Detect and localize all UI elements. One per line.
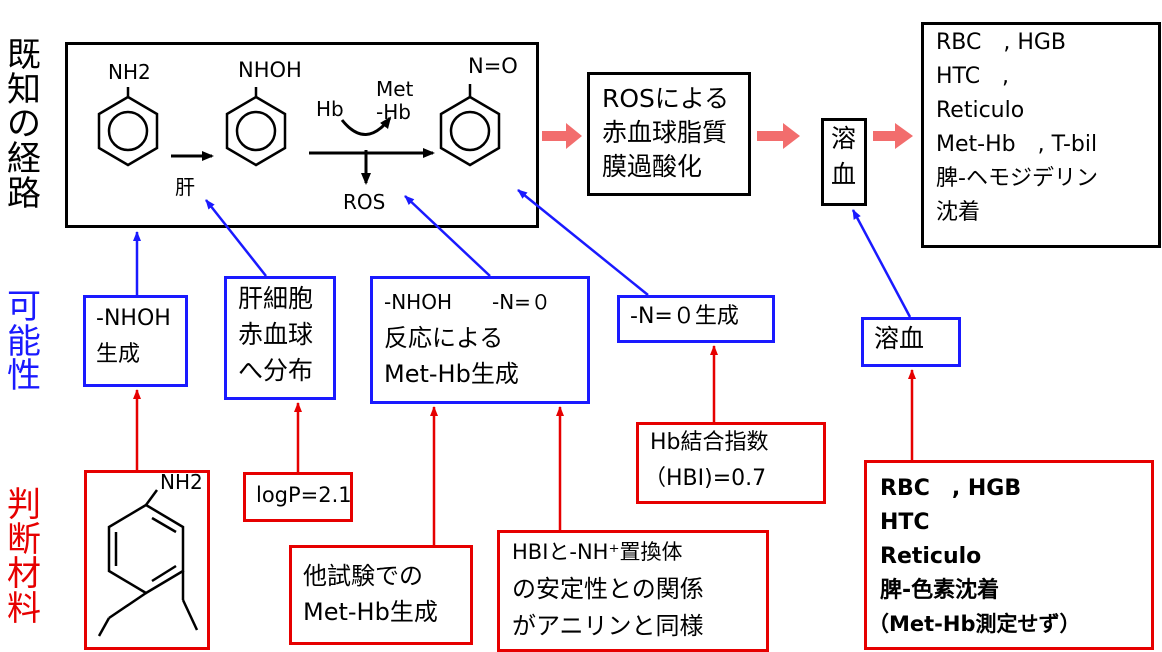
hb-label: Hb [316,97,344,121]
reaction-line3: Met-Hb生成 [384,360,519,388]
ros-box-line2: 赤血球脂質 [602,118,728,147]
findings-line1: RBC , HGB [880,476,1022,501]
reaction-line1: -NHOH -N=０ [384,290,551,314]
hydroxylamine-ring [225,87,287,167]
other-line1: 他試験での [303,562,423,590]
row-label-possible: 可能性 [7,287,41,397]
nhoh-line2: 生成 [96,342,141,367]
hbi-line1: Hb結合指数 [650,430,769,455]
distribution-line1: 肝細胞 [238,284,314,313]
results-line5: 脾-ヘモジデリン [936,166,1098,191]
findings-line2: HTC [880,510,930,535]
hbi-box [636,422,826,504]
nhoh-generation-box [83,295,188,387]
results-line1: RBC , HGB [936,30,1067,55]
logp-text: logP=2.1 [256,483,352,507]
findings-line4: 脾-色素沈着 [880,578,1000,603]
distribution-line3: へ分布 [238,356,314,385]
nhoh-line1: -NHOH [96,306,171,331]
reaction-box [370,276,590,404]
methb-bottom-label: -Hb [376,100,411,124]
reaction-line2: 反応による [384,324,504,352]
other-test-box [289,545,473,645]
row-label-evidence: 判断材料 [7,485,41,630]
flow-arrows [542,123,913,149]
no-generation-text: -N=０生成 [630,304,739,329]
hb-curve [340,116,392,136]
arrow-no-up [517,189,649,296]
nitroso-label: N=O [468,54,518,78]
aniline-label: NH2 [108,60,151,84]
results-line4: Met-Hb , T-bil [936,132,1098,157]
results-line3: Reticulo [936,98,1025,123]
hydroxylamine-label: NHOH [238,58,302,82]
distribution-box [224,276,336,400]
other-line2: Met-Hb生成 [303,598,438,626]
arrow-distribution-up [205,199,267,277]
hbi-nh-line2: の安定性との関係 [512,575,704,603]
row-label-known: 既知の経路 [7,35,41,214]
ros-label: ROS [343,190,386,214]
hemolysis-possibility-text: 溶血 [874,324,925,353]
hemolysis-line2: 血 [831,160,857,189]
findings-line5: （Met-Hb測定せず） [868,612,1081,636]
logp-box [243,472,353,522]
distribution-line2: 赤血球 [238,320,314,349]
structure-nh2-label: NH2 [160,470,203,494]
hemolysis-possibility-box [861,317,961,367]
structure-box [84,470,210,650]
hemolysis-line1: 溶 [831,124,857,153]
methb-top-label: Met [376,77,414,101]
nitroso-ring [439,84,501,167]
hbi-nh-line3: がアニリンと同様 [512,612,704,640]
findings-line3: Reticulo [880,544,982,569]
arrow-reaction-up [404,195,491,277]
results-line2: HTC , [936,64,1010,89]
dimethylaniline-structure [97,489,199,637]
hemolysis-box [821,118,867,206]
liver-label: 肝 [175,175,195,199]
ros-peroxidation-box [587,72,751,196]
results-line6: 沈着 [936,200,981,225]
results-box [921,22,1161,248]
ros-box-line3: 膜過酸化 [602,152,703,181]
arrow-hemolysis-up [851,209,912,318]
ros-box-line1: ROSによる [602,84,730,113]
no-generation-box [617,295,775,343]
aniline-ring [97,87,159,167]
known-pathway-box [65,42,539,228]
hbi-line2: （HBI)=0.7 [644,466,767,491]
hbi-nh-line1: HBIと-NH⁺置換体 [512,540,683,564]
